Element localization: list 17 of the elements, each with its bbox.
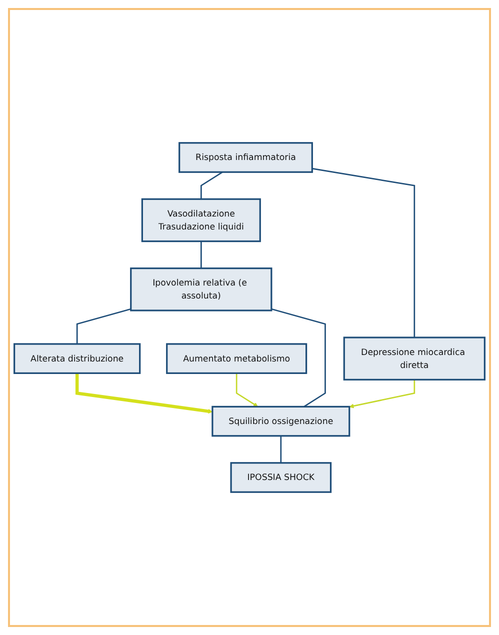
node-box: Aumentato metabolismo — [166, 343, 308, 374]
node-box: Squilibrio ossigenazione — [212, 406, 350, 437]
connector — [200, 172, 223, 200]
connector — [76, 308, 132, 344]
connector — [200, 241, 202, 268]
connector — [312, 168, 416, 338]
arrow — [349, 380, 416, 408]
connector — [280, 436, 282, 463]
node-box: Alterata distribuzione — [14, 343, 141, 374]
node-box: Vasodilatazione Trasudazione liquidi — [141, 198, 261, 242]
node-box: Ipovolemia relativa (e assoluta) — [130, 268, 272, 312]
arrow — [236, 373, 258, 407]
node-box: IPOSSIA SHOCK — [230, 462, 332, 493]
connector — [271, 308, 326, 408]
arrow — [75, 373, 213, 414]
node-box: Depressione miocardica diretta — [343, 336, 486, 380]
node-box: Risposta infiammatoria — [178, 142, 313, 173]
